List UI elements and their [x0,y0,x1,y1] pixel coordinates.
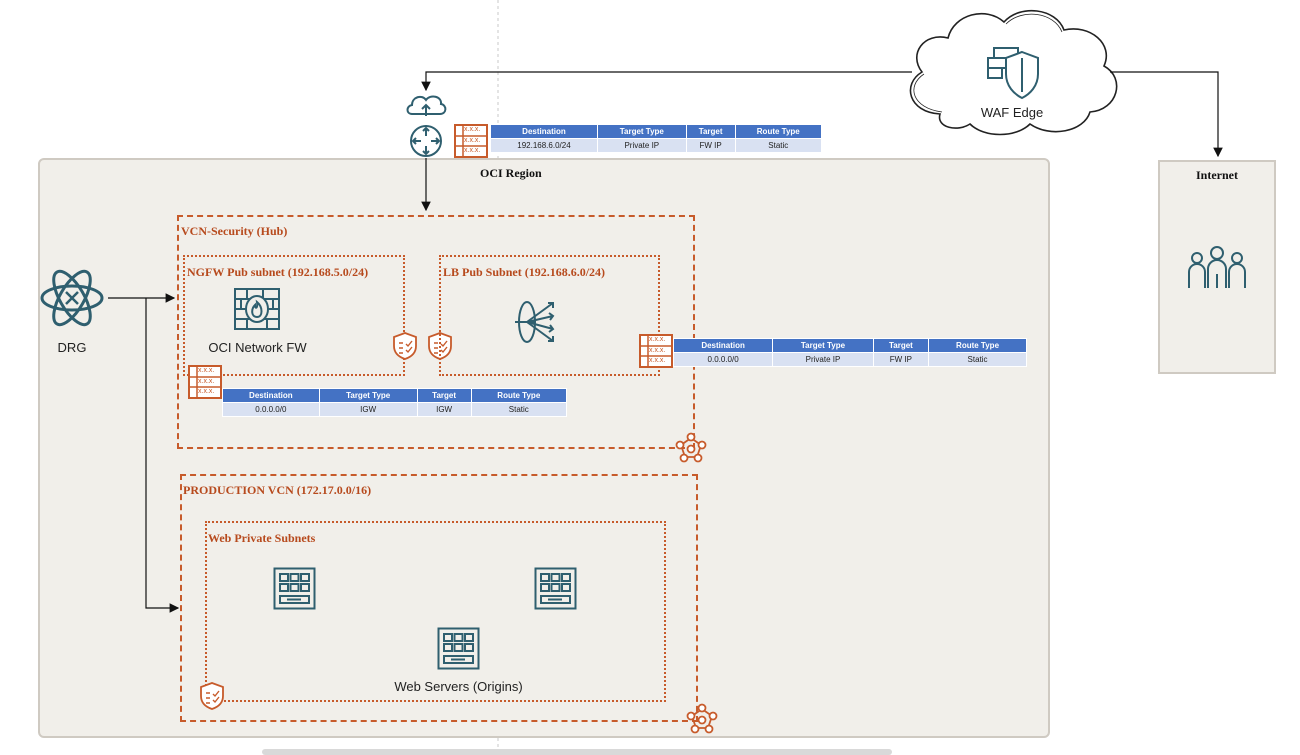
internet-container [1158,160,1276,374]
arrow-drg-to-production [145,298,180,613]
waf-edge-label: WAF Edge [980,105,1044,120]
route-table-cell: Static [928,352,1027,367]
arrow-waf-to-igw [421,71,912,92]
web-private-subnets-label: Web Private Subnets [208,531,316,545]
route-table-icon-text: x.x.x. [464,147,481,154]
drg-label: DRG [57,340,87,355]
table-row: 0.0.0.0/0 Private IP FW IP Static [672,352,1027,367]
route-table-cell: IGW [318,402,418,417]
route-table-cell: FW IP [872,352,930,367]
security-list-shield-icon [393,332,417,360]
route-table-cell: Private IP [772,352,874,367]
route-table-icon-text: x.x.x. [464,137,481,144]
route-table-icon-text: x.x.x. [649,357,666,364]
vcn-security-hub [177,215,695,449]
production-vcn-label: PRODUCTION VCN (172.17.0.0/16) [183,483,372,497]
route-table-cell: IGW [416,402,472,417]
route-table-icon-ngfw: x.x.x. x.x.x. x.x.x. [188,365,222,399]
lb-subnet-label: LB Pub Subnet (192.168.6.0/24) [443,265,606,279]
route-table-icon-igw: x.x.x. x.x.x. x.x.x. [454,124,488,158]
security-list-shield-icon [200,682,224,710]
internet-label: Internet [1196,168,1238,182]
route-table-header: Route Type [928,338,1027,353]
route-table-header: Destination [490,124,598,139]
route-table-cell: 192.168.6.0/24 [490,138,598,153]
route-table-header: Destination [222,388,320,403]
route-table-header: Target [872,338,930,353]
ngfw-pub-subnet [183,255,405,376]
table-row: 0.0.0.0/0 IGW IGW Static [222,402,568,417]
route-table-grid-icon [454,124,488,158]
horizontal-scrollbar[interactable] [262,749,892,755]
route-table-cell: Static [734,138,823,153]
ngfw-subnet-label: NGFW Pub subnet (192.168.5.0/24) [187,265,369,279]
vcn-icon [675,432,707,463]
route-table-icon-text: x.x.x. [649,336,666,343]
route-table-header: Route Type [470,388,568,403]
route-table-icon-lb: x.x.x. x.x.x. x.x.x. [639,334,673,368]
route-table-header: Target [685,124,736,139]
route-table-cell: 0.0.0.0/0 [672,352,774,367]
route-table-header: Target Type [596,124,687,139]
route-table-cell: FW IP [685,138,736,153]
route-table-cell: Static [470,402,568,417]
arrow-waf-to-internet [1110,71,1223,158]
firewall-icon [234,288,280,330]
route-table-grid-icon [639,334,673,368]
route-table-header: Route Type [734,124,823,139]
router-icon [410,125,442,157]
route-table-icon-text: x.x.x. [464,126,481,133]
server-icon [534,567,577,610]
internet-gateway-cloud-icon [406,95,447,116]
route-table-icon-text: x.x.x. [198,388,215,395]
route-table-grid-icon [188,365,222,399]
vcn-icon [686,703,718,734]
lb-pub-subnet [439,255,660,376]
route-table-lb: Destination Target Type Target Route Typ… [672,338,1027,367]
waf-shield-icon [987,47,1039,100]
route-table-ngfw: Destination Target Type Target Route Typ… [222,388,568,417]
server-icon [273,567,316,610]
route-table-igw: Destination Target Type Target Route Typ… [490,124,823,153]
users-icon [1188,246,1246,288]
oci-region-label: OCI Region [480,166,542,180]
oci-network-fw-label: OCI Network FW [208,340,307,355]
production-vcn [180,474,698,722]
web-private-subnets [205,521,666,702]
route-table-header: Target [416,388,472,403]
route-table-header: Target Type [772,338,874,353]
vcn-security-label: VCN-Security (Hub) [181,224,288,238]
route-table-cell: Private IP [596,138,687,153]
route-table-icon-text: x.x.x. [198,367,215,374]
route-table-header: Destination [672,338,774,353]
route-table-icon-text: x.x.x. [649,347,666,354]
drg-icon [40,269,104,327]
web-servers-label: Web Servers (Origins) [394,679,523,694]
route-table-cell: 0.0.0.0/0 [222,402,320,417]
route-table-icon-text: x.x.x. [198,378,215,385]
route-table-header: Target Type [318,388,418,403]
table-row: 192.168.6.0/24 Private IP FW IP Static [490,138,823,153]
load-balancer-icon [515,301,555,343]
server-icon [437,627,480,670]
